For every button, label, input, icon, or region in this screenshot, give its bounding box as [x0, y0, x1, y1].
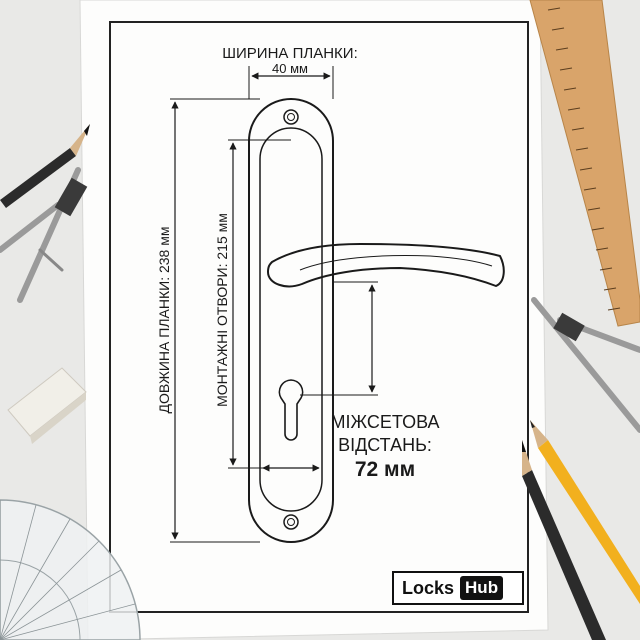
dimension-width — [248, 66, 334, 99]
dimension-backset — [300, 281, 378, 396]
pencil-left — [0, 124, 90, 208]
paper-sheet — [79, 0, 549, 640]
plate-outer — [248, 98, 334, 543]
compass-left — [0, 167, 88, 303]
brand-name-left: Locks — [402, 577, 455, 598]
distance-label-line1: МІЖСЕТОВА — [330, 412, 439, 432]
ruler — [529, 0, 640, 327]
compass-right — [531, 297, 640, 433]
pencil-yellow — [530, 420, 640, 604]
brand-name-right: Hub — [460, 576, 504, 600]
distance-value: 72 мм — [355, 458, 415, 481]
drawing-frame — [109, 21, 529, 613]
width-title: ШИРИНА ПЛАНКИ: — [222, 45, 357, 62]
top-screw — [283, 109, 299, 125]
bottom-screw — [283, 514, 299, 530]
pencil-dark — [522, 440, 606, 640]
dimension-length — [170, 98, 260, 543]
plate-inner — [259, 127, 323, 512]
handle-lever — [267, 243, 505, 288]
protractor — [0, 499, 141, 640]
eraser — [7, 367, 87, 444]
dimension-inner-width — [259, 456, 323, 474]
keyhole — [278, 379, 304, 441]
mounting-label: МОНТАЖНІ ОТВОРИ: 215 мм — [214, 213, 230, 407]
door-handle-plate — [248, 98, 334, 543]
distance-label-line2: ВІДСТАНЬ: — [338, 435, 432, 455]
length-label: ДОВЖИНА ПЛАНКИ: 238 мм — [156, 227, 172, 414]
brand-logo: Locks Hub — [392, 571, 524, 605]
width-value: 40 мм — [272, 61, 308, 76]
